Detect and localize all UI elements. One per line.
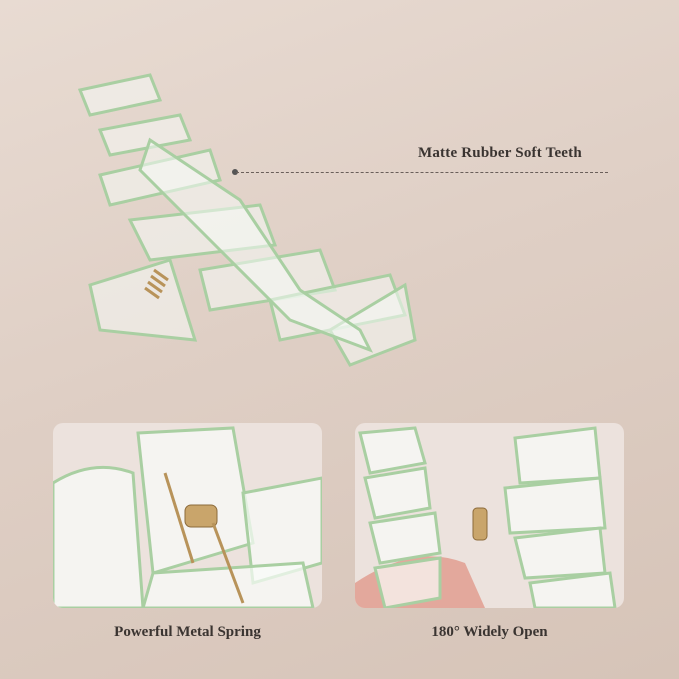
hair-claw-clip-image <box>77 73 417 367</box>
spring-closeup-panel <box>53 423 322 608</box>
callout-label: Matte Rubber Soft Teeth <box>418 145 582 161</box>
wide-open-panel <box>355 423 624 608</box>
wide-open-image <box>355 426 617 608</box>
callout-leader-line <box>236 172 608 173</box>
callout-dot <box>232 169 238 175</box>
spring-caption: Powerful Metal Spring <box>114 624 261 640</box>
spring-closeup-image <box>53 426 322 608</box>
wide-open-caption: 180° Widely Open <box>431 624 548 640</box>
